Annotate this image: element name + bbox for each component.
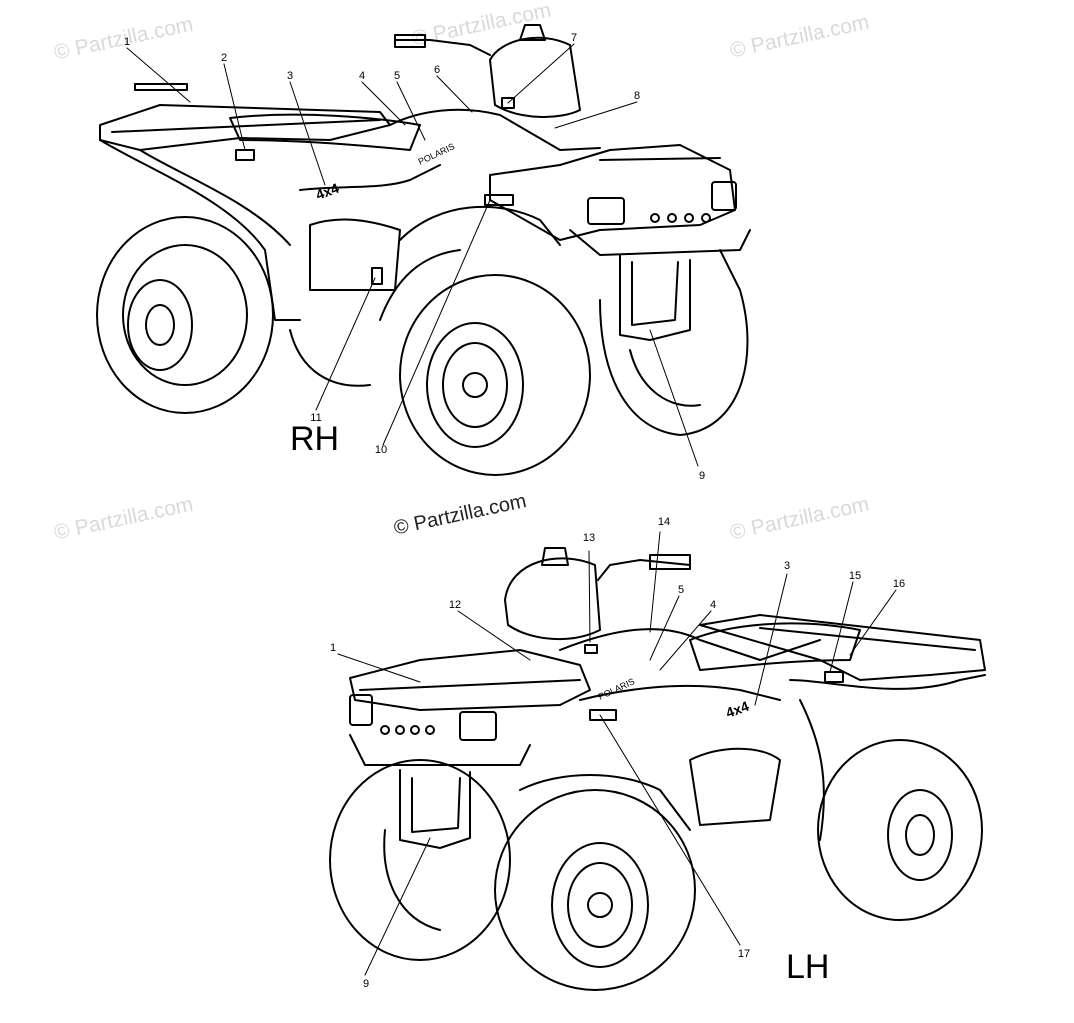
view-label-lh: LH: [786, 948, 830, 986]
callout-number: 16: [892, 578, 906, 590]
callout-number: 7: [570, 32, 578, 44]
callout-number: 4: [709, 599, 717, 611]
callout-number: 17: [737, 948, 751, 960]
callout-number: 15: [848, 570, 862, 582]
callout-number: 8: [633, 90, 641, 102]
view-label-rh: RH: [290, 420, 340, 458]
callout-number: 10: [374, 444, 388, 456]
callout-number: 5: [393, 70, 401, 82]
callout-number: 3: [783, 560, 791, 572]
svg-text:POLARIS: POLARIS: [417, 141, 457, 167]
callout-number: 14: [657, 516, 671, 528]
callout-number: 1: [123, 36, 131, 48]
callout-number: 4: [358, 70, 366, 82]
callout-number: 11: [310, 412, 322, 424]
lh-leader-lines: [337, 531, 897, 976]
callout-number: 6: [433, 64, 441, 76]
svg-text:4x4: 4x4: [314, 180, 342, 203]
callout-number: 12: [448, 599, 462, 611]
callout-number: 13: [582, 532, 596, 544]
callout-number: 3: [286, 70, 294, 82]
rh-leader-lines: [126, 43, 699, 467]
atv-lh-drawing: 4x4 POLARIS: [329, 547, 986, 991]
svg-text:4x4: 4x4: [724, 698, 752, 721]
callout-number: 2: [220, 52, 228, 64]
callout-number: 5: [677, 584, 685, 596]
callout-number: 9: [362, 978, 370, 990]
atv-rh-drawing: 4x4 POLARIS: [96, 24, 751, 476]
callout-number: 1: [329, 642, 337, 654]
callout-number: 9: [698, 470, 706, 482]
